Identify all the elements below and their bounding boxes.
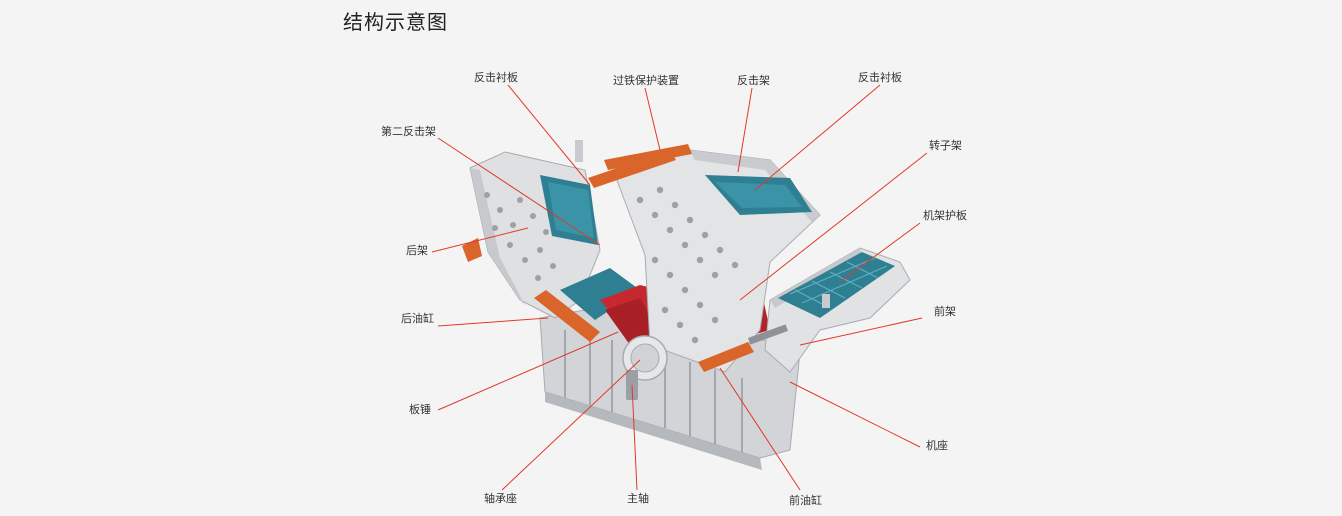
page-title: 结构示意图	[343, 10, 448, 34]
bearing-seat	[622, 335, 668, 381]
label-second-frame: 第二反击架	[381, 125, 436, 138]
leader-iron-protect	[644, 87, 661, 151]
leader-liner-left	[507, 84, 591, 186]
leader-front-cylinder	[719, 367, 801, 491]
rear-oil-cylinder	[534, 290, 600, 342]
label-base: 机座	[926, 439, 948, 452]
leader-main-shaft	[631, 384, 638, 491]
leader-frame-guard	[839, 222, 921, 283]
leader-rear-cylinder	[437, 317, 549, 327]
label-blow-bar: 板锤	[409, 403, 431, 416]
leader-second-frame	[437, 137, 601, 246]
leader-rear-frame	[431, 227, 529, 253]
leader-bearing-seat	[501, 359, 641, 491]
leader-rotor-frame	[739, 152, 928, 301]
frame-guard-plate	[778, 252, 895, 318]
label-frame-guard: 机架护板	[923, 209, 967, 222]
leader-blow-bar	[437, 331, 619, 411]
iron-protection-device	[575, 140, 692, 188]
label-rear-frame: 后架	[406, 244, 428, 257]
label-liner-left: 反击衬板	[474, 71, 518, 84]
label-front-cylinder: 前油缸	[789, 494, 822, 507]
leader-liner-right	[754, 84, 881, 191]
rear-frame	[462, 151, 640, 320]
label-front-frame: 前架	[934, 305, 956, 318]
front-oil-cylinder	[698, 324, 788, 372]
label-liner-right: 反击衬板	[858, 71, 902, 84]
label-rear-cylinder: 后油缸	[401, 312, 434, 325]
label-bearing-seat: 轴承座	[484, 492, 517, 505]
label-impact-frame: 反击架	[737, 74, 770, 87]
leader-front-frame	[799, 317, 923, 346]
label-iron-protect: 过铁保护装置	[613, 74, 679, 87]
leader-impact-frame	[737, 87, 753, 173]
leader-base	[789, 381, 921, 448]
impact-frame	[614, 149, 821, 373]
label-rotor-frame: 转子架	[929, 139, 962, 152]
label-main-shaft: 主轴	[627, 492, 649, 505]
